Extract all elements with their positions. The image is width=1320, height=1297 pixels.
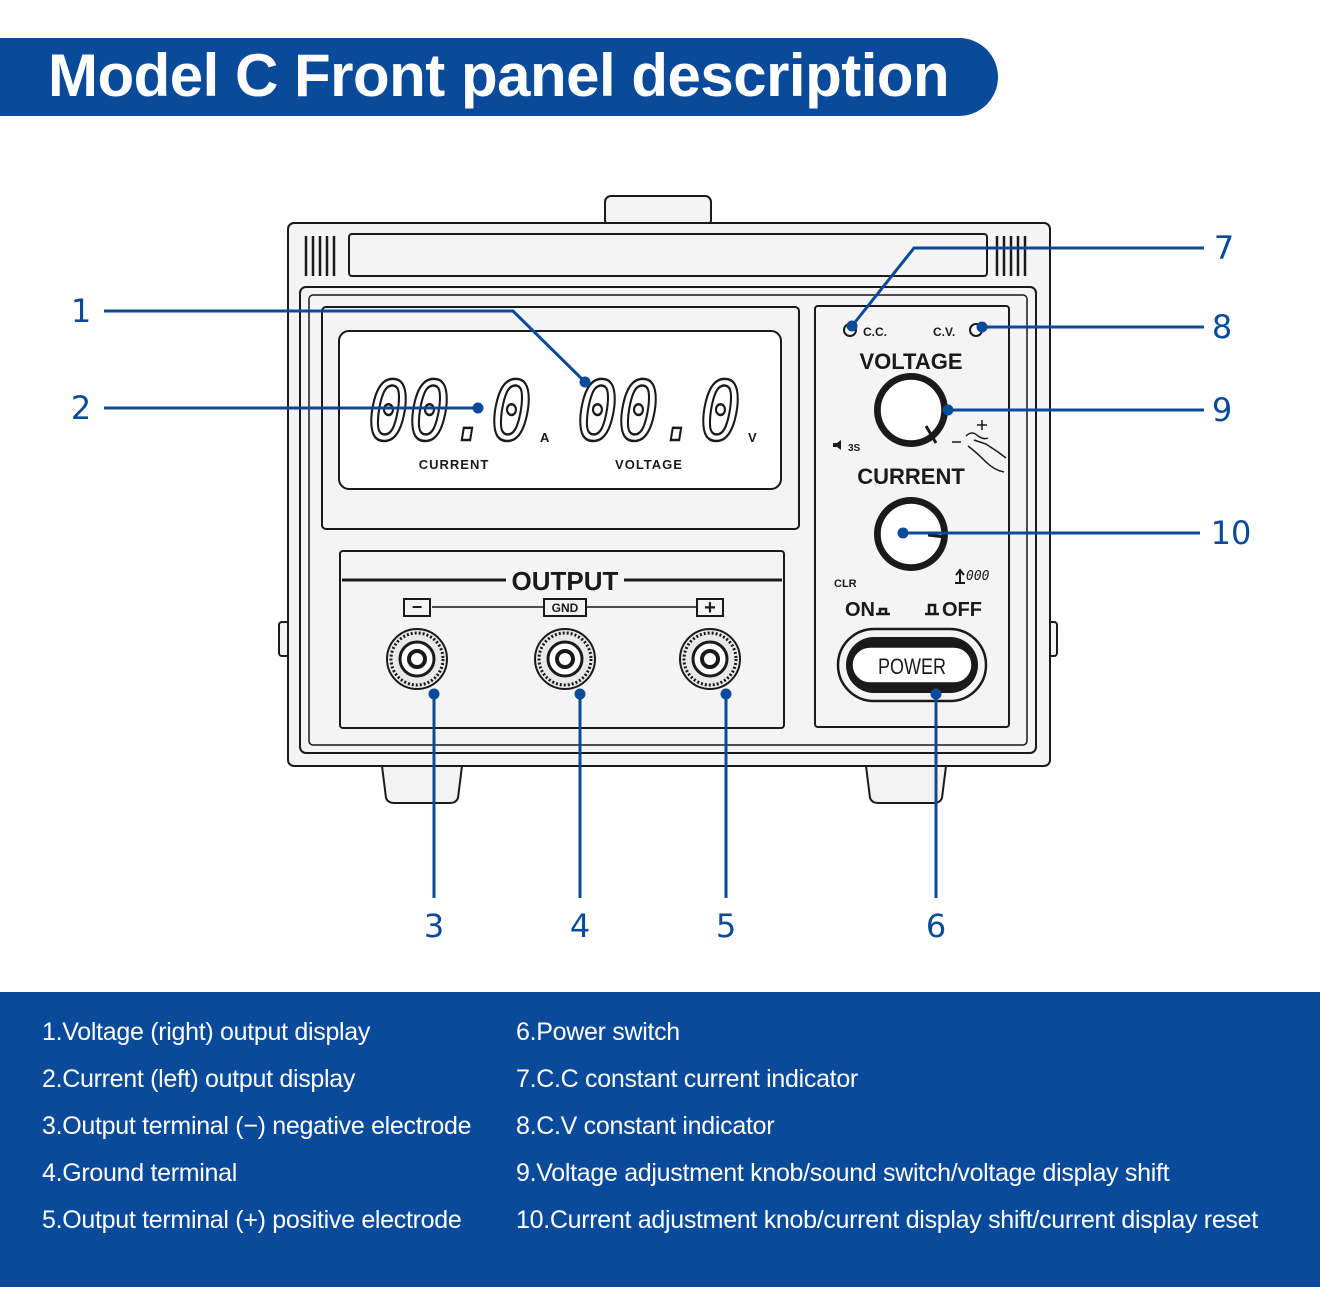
current-unit: A — [540, 430, 550, 445]
legend-panel: 1.Voltage (right) output display 2.Curre… — [0, 992, 1320, 1287]
voltage-knob-label: VOLTAGE — [859, 349, 962, 374]
svg-text:−: − — [412, 597, 423, 617]
display-current-label: CURRENT — [419, 457, 490, 472]
top-strip — [348, 233, 988, 277]
voltage-knob[interactable] — [874, 373, 948, 447]
carry-handle — [604, 195, 712, 227]
ground-terminal[interactable] — [534, 628, 596, 690]
legend-item-10: 10.Current adjustment knob/current displ… — [516, 1206, 1258, 1234]
front-panel-diagram: 00.0 A 00.0 V CURRENT VOLTAGE OUTPUT − G… — [71, 195, 1252, 945]
right-vents — [995, 236, 1027, 276]
speaker-icon — [833, 440, 841, 450]
right-foot — [864, 765, 948, 804]
callout-10: 10 — [1211, 514, 1252, 552]
power-off-icon — [925, 603, 939, 616]
press-reset-icon — [955, 568, 965, 584]
current-knob-label: CURRENT — [857, 464, 965, 489]
legend-left-column: 1.Voltage (right) output display 2.Curre… — [42, 1012, 472, 1247]
cc-indicator-label: C.C. — [863, 325, 887, 339]
page-title: Model C Front panel description — [48, 42, 950, 109]
positive-terminal[interactable] — [679, 628, 741, 690]
voltage-unit: V — [748, 430, 757, 445]
legend-item-1: 1.Voltage (right) output display — [42, 1018, 371, 1046]
legend-item-7: 7.C.C constant current indicator — [516, 1065, 858, 1093]
legend-item-3: 3.Output terminal (−) negative electrode — [42, 1112, 472, 1140]
negative-terminal[interactable] — [386, 628, 448, 690]
legend-item-9: 9.Voltage adjustment knob/sound switch/v… — [516, 1159, 1170, 1187]
power-switch-label: POWER — [878, 654, 946, 679]
title-banner: Model C Front panel description — [0, 38, 998, 116]
svg-text:+: + — [704, 597, 716, 619]
power-on-icon — [876, 607, 890, 616]
legend-item-4: 4.Ground terminal — [42, 1159, 237, 1187]
voltage-digits: 00.0 — [577, 365, 741, 460]
legend-item-2: 2.Current (left) output display — [42, 1065, 356, 1093]
current-digits: 00.0 — [368, 365, 532, 460]
left-foot — [380, 765, 464, 804]
left-vents — [304, 236, 336, 276]
callout-8: 8 — [1212, 308, 1232, 346]
callout-6: 6 — [926, 907, 946, 945]
callout-9: 9 — [1212, 391, 1232, 429]
reset-digits: 000 — [966, 569, 990, 584]
power-off-label: OFF — [942, 599, 982, 621]
ground-terminal-label: GND — [543, 598, 587, 617]
output-label: OUTPUT — [512, 566, 619, 596]
display-voltage-label: VOLTAGE — [615, 457, 683, 472]
negative-terminal-label: − — [403, 597, 431, 617]
legend-item-8: 8.C.V constant indicator — [516, 1112, 775, 1140]
callout-2: 2 — [71, 389, 91, 427]
power-switch[interactable]: POWER — [836, 627, 988, 703]
callout-lines — [104, 246, 1204, 898]
positive-terminal-label: + — [696, 597, 724, 619]
callout-4: 4 — [570, 907, 590, 945]
lcd-screen — [338, 330, 782, 490]
callout-1: 1 — [71, 292, 91, 330]
clear-label: CLR — [834, 578, 857, 590]
legend-item-5: 5.Output terminal (+) positive electrode — [42, 1206, 462, 1234]
power-on-label: ON — [845, 599, 875, 621]
svg-text:GND: GND — [552, 601, 579, 615]
hand-rotate-icon — [952, 420, 1007, 473]
callout-3: 3 — [424, 907, 444, 945]
legend-item-6: 6.Power switch — [516, 1018, 680, 1046]
callout-5: 5 — [716, 907, 736, 945]
cv-indicator-label: C.V. — [933, 325, 955, 339]
callout-7: 7 — [1214, 229, 1234, 267]
legend-right-column: 6.Power switch 7.C.C constant current in… — [516, 1012, 1258, 1247]
sound-switch-label: 3S — [848, 443, 861, 454]
